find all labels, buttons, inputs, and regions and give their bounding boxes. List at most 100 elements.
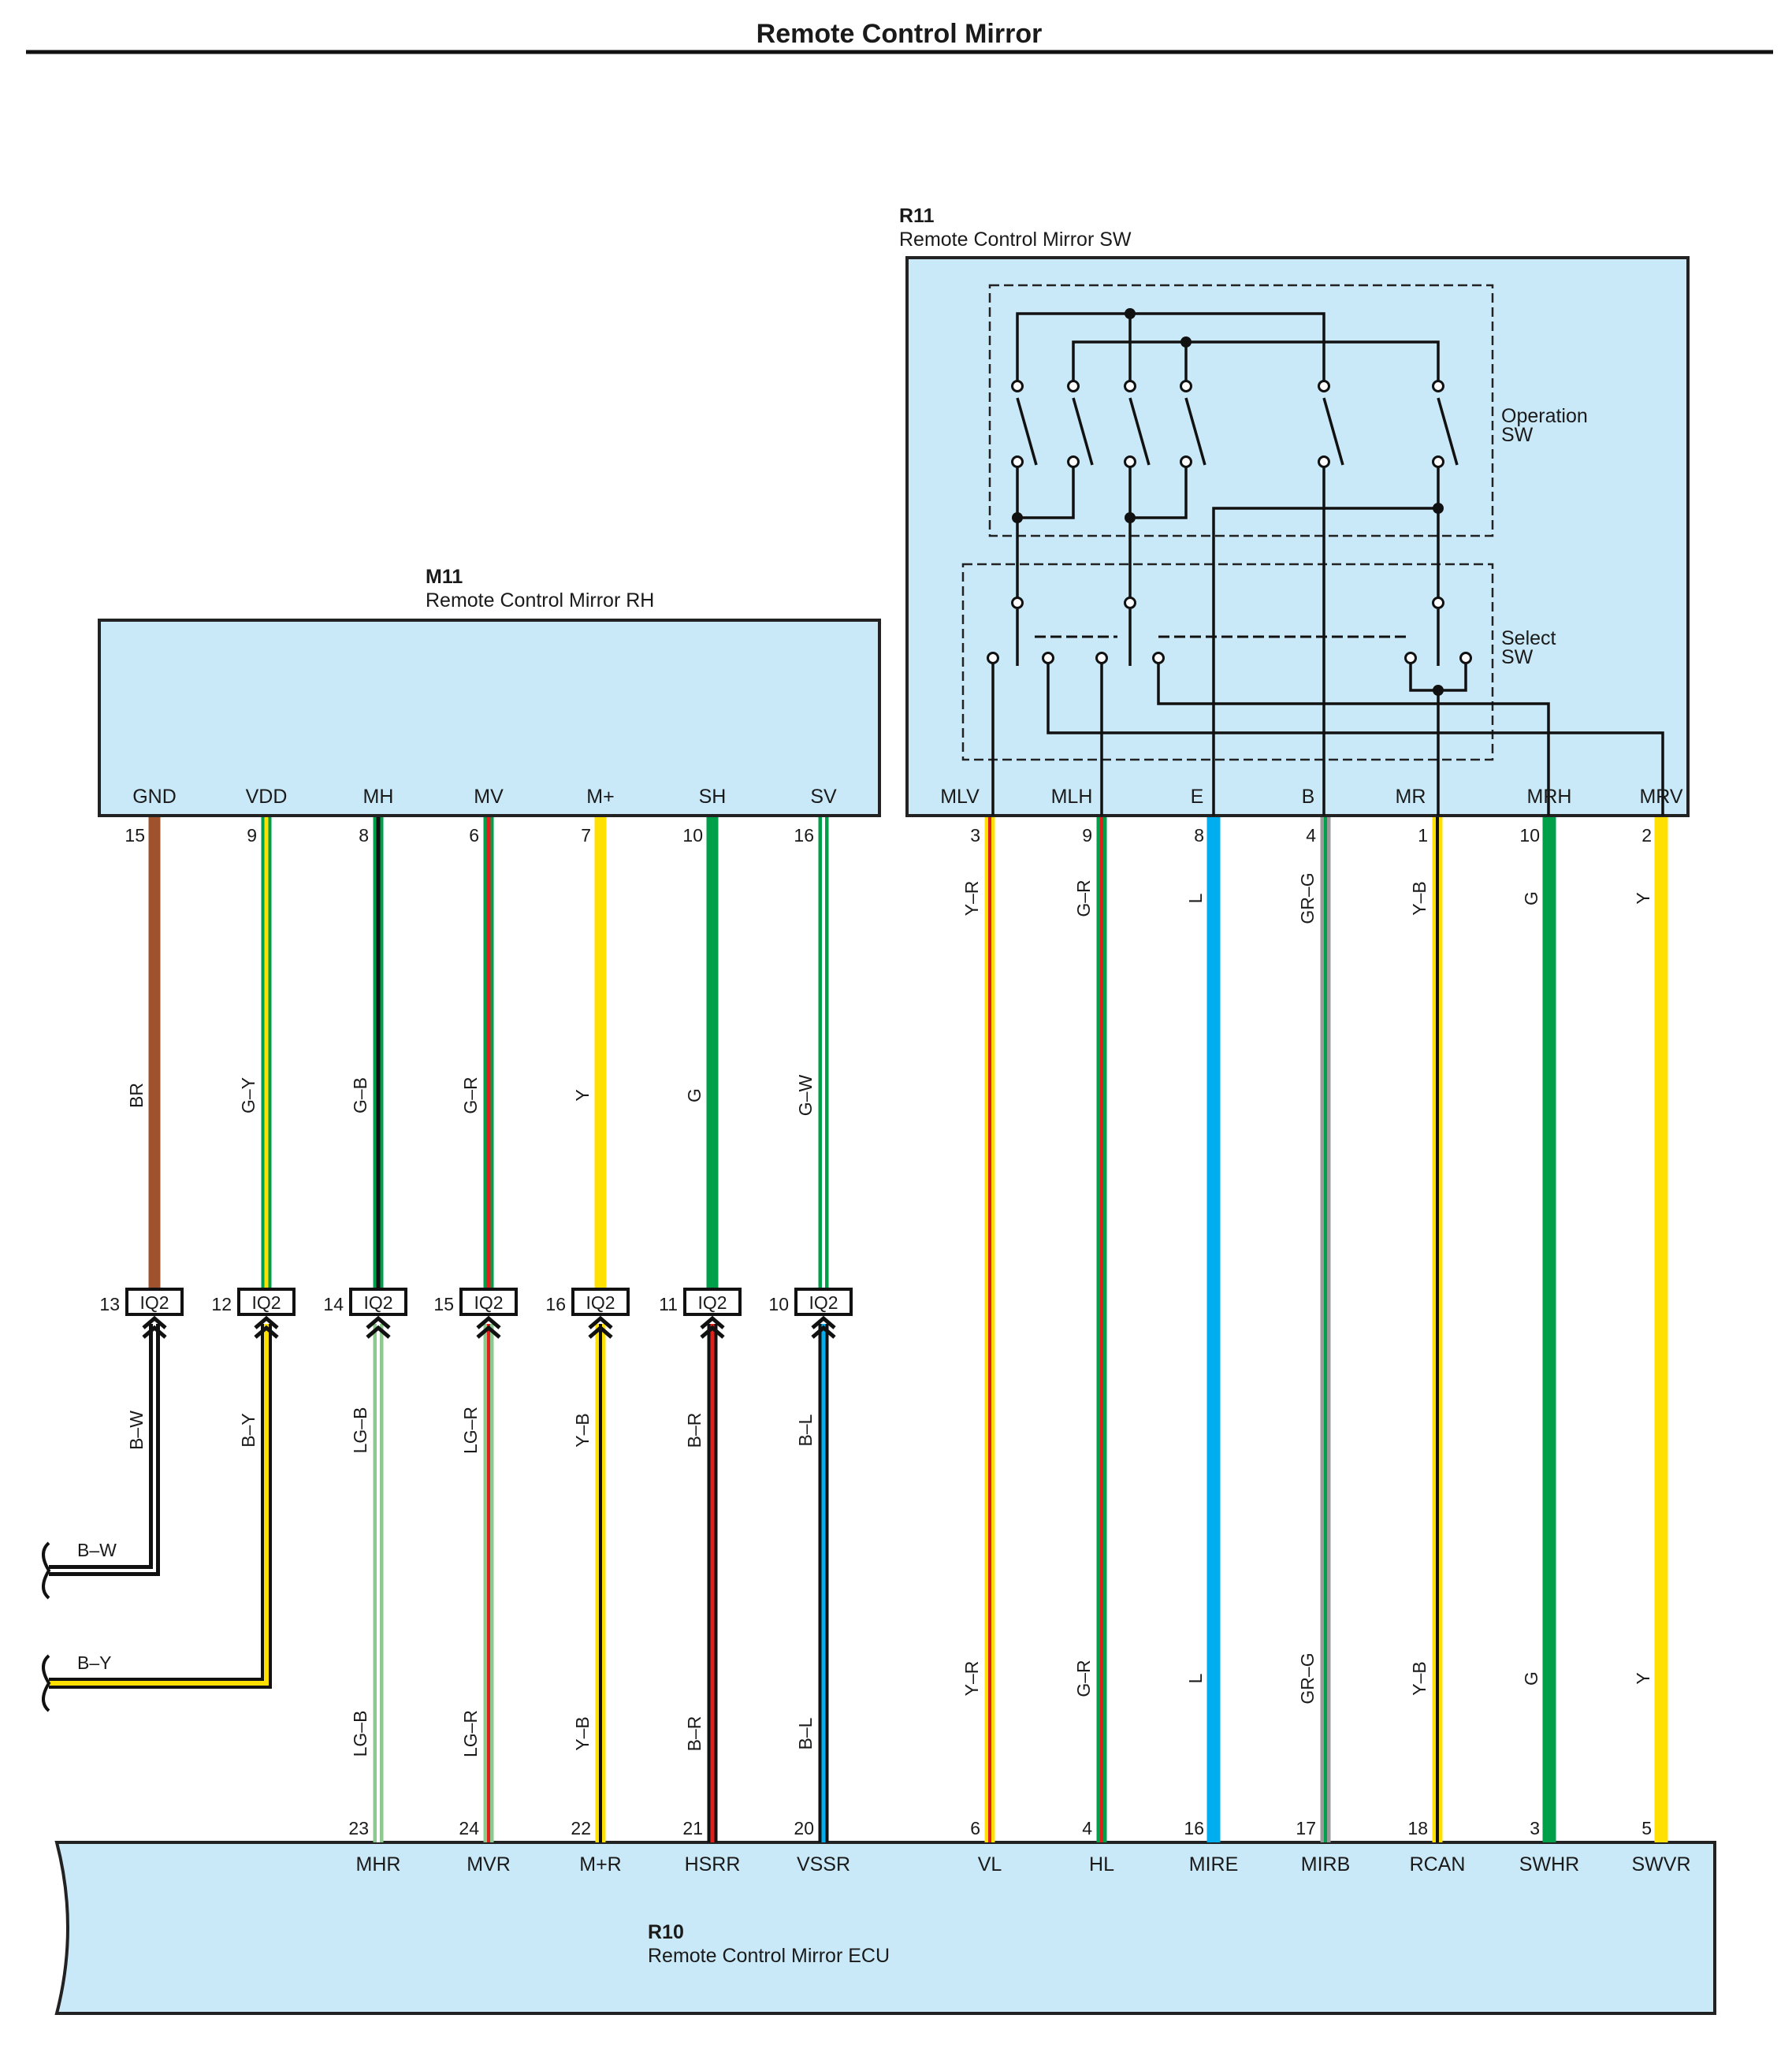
wire-color-label: Y–R — [961, 881, 982, 916]
m11-pin: 8 — [359, 825, 369, 846]
r10-terminal-swvr: SWVR — [1632, 1853, 1691, 1875]
left-wire-sv: 16 G–W 10 B–L B–L 20 — [768, 817, 829, 1842]
ground-lead-label: B–Y — [77, 1652, 111, 1673]
select-sw-label-2: SW — [1501, 646, 1534, 668]
r10-pin: 4 — [1082, 1818, 1092, 1838]
wire-color-label: G–B — [350, 1077, 370, 1113]
r11-connector: R11 Remote Control Mirror SW Operation S… — [899, 205, 1690, 817]
wire-color-label: G–R — [1073, 1660, 1094, 1697]
r10-pin: 24 — [459, 1818, 479, 1838]
iq2-pin: 10 — [768, 1294, 789, 1314]
r11-terminal-mrh: MRH — [1527, 786, 1572, 808]
iq2-junction: IQ2 — [459, 1288, 518, 1339]
r11-code: R11 — [899, 205, 935, 227]
wire-color-label: Y–R — [961, 1661, 982, 1697]
wire-color-label: G–R — [460, 1076, 481, 1113]
connector-chevron-icon — [366, 1315, 391, 1339]
iq2-label: IQ2 — [809, 1292, 838, 1313]
wire-color-label: G — [1521, 1671, 1541, 1686]
wire-color-label: B–Y — [238, 1413, 258, 1447]
iq2-label: IQ2 — [139, 1292, 169, 1313]
r11-pin: 1 — [1418, 825, 1428, 846]
wire-color-label: L — [1185, 893, 1206, 903]
m11-pin: 16 — [794, 825, 814, 846]
iq2-label: IQ2 — [697, 1292, 727, 1313]
iq2-junction: IQ2 — [237, 1288, 296, 1339]
wire-color-label: Y — [1633, 892, 1653, 904]
wire-color-label: LG–R — [460, 1710, 481, 1757]
wire-color-label: LG–R — [460, 1407, 481, 1454]
wire-color-label: LG–B — [350, 1711, 370, 1757]
r11-pin: 4 — [1306, 825, 1316, 846]
wire-color-label: Y–B — [572, 1413, 593, 1447]
wire-color-label: GR–G — [1297, 872, 1318, 924]
r10-pin: 20 — [794, 1818, 814, 1838]
iq2-junction: IQ2 — [683, 1288, 742, 1339]
r11-terminal-b: B — [1302, 786, 1315, 808]
m11-pin: 7 — [581, 825, 591, 846]
m11-name: Remote Control Mirror RH — [426, 589, 654, 612]
left-wire-vdd: 9 G–Y 12 B–Y — [49, 817, 272, 1689]
left-wire-mh: 8 G–B 14 LG–B LG–B 23 — [323, 817, 384, 1842]
iq2-pin: 14 — [323, 1294, 344, 1314]
iq2-junction: IQ2 — [349, 1288, 407, 1339]
wire-color-label: Y–B — [1409, 1661, 1430, 1695]
m11-terminal-sh: SH — [699, 786, 727, 808]
connector-chevron-icon — [142, 1315, 167, 1339]
r10-code: R10 — [648, 1921, 684, 1943]
r10-pin: 21 — [682, 1818, 703, 1838]
iq2-label: IQ2 — [474, 1292, 503, 1313]
r10-pin: 18 — [1407, 1818, 1428, 1838]
m11-pin: 9 — [247, 825, 257, 846]
wire-color-label: B–L — [795, 1717, 816, 1749]
iq2-junctions: IQ2 IQ2 IQ2 IQ2 IQ2 IQ2 — [125, 1288, 853, 1339]
m11-terminal-sv: SV — [810, 786, 837, 808]
left-wire-gnd: 15 BR 13 B–W — [49, 817, 161, 1576]
m11-pin: 6 — [469, 825, 479, 846]
wire-color-label: LG–B — [350, 1407, 370, 1454]
connector-chevron-icon — [811, 1315, 836, 1339]
r10-name: Remote Control Mirror ECU — [648, 1945, 890, 1967]
r11-terminal-e: E — [1191, 786, 1204, 808]
r10-box — [54, 1841, 1716, 2015]
iq2-label: IQ2 — [586, 1292, 615, 1313]
r10-pin: 17 — [1296, 1818, 1316, 1838]
m11-terminal-vdd: VDD — [246, 786, 288, 808]
right-wire-mlh: 9 G–R G–R 4 — [1073, 817, 1107, 1842]
right-wire-mrh: 10 G G 3 — [1519, 817, 1556, 1842]
r11-pin: 10 — [1519, 825, 1540, 846]
wire-break-icon — [42, 1541, 51, 1600]
r11-name: Remote Control Mirror SW — [899, 229, 1132, 251]
r11-pin: 8 — [1194, 825, 1204, 846]
m11-connector: M11 Remote Control Mirror RH GND VDD MH … — [98, 566, 881, 817]
right-wire-mlv: 3 Y–R Y–R 6 — [961, 817, 995, 1842]
ground-lead-b-y: B–Y — [42, 1652, 111, 1712]
r10-terminal-mplusr: M+R — [579, 1853, 621, 1875]
wire-color-label: G–W — [795, 1075, 816, 1117]
iq2-pin: 12 — [211, 1294, 232, 1314]
wire-color-label: Y — [1633, 1672, 1653, 1684]
m11-pin: 10 — [682, 825, 703, 846]
ground-lead-b-w: B–W — [42, 1540, 117, 1600]
operation-sw-label-2: SW — [1501, 424, 1534, 446]
wire-color-label: Y — [572, 1089, 593, 1101]
r10-terminal-vl: VL — [978, 1853, 1002, 1875]
r11-pin: 3 — [970, 825, 980, 846]
r11-junction-dots — [1012, 308, 1444, 696]
iq2-junction: IQ2 — [125, 1288, 184, 1339]
m11-pin: 15 — [125, 825, 145, 846]
m11-terminal-mplus: M+ — [586, 786, 614, 808]
r10-terminal-mhr: MHR — [356, 1853, 401, 1875]
wire-break-icon — [42, 1654, 51, 1712]
wire-color-label: BR — [126, 1083, 147, 1108]
wire-color-label: G — [1521, 891, 1541, 905]
connector-chevron-icon — [588, 1315, 613, 1339]
r10-pin: 3 — [1530, 1818, 1540, 1838]
diagram-title: Remote Control Mirror — [757, 19, 1043, 49]
wire-color-label: G–Y — [238, 1077, 258, 1113]
m11-terminal-mh: MH — [363, 786, 394, 808]
iq2-pin: 13 — [99, 1294, 120, 1314]
wire-color-label: L — [1185, 1673, 1206, 1683]
r11-pin: 9 — [1082, 825, 1092, 846]
